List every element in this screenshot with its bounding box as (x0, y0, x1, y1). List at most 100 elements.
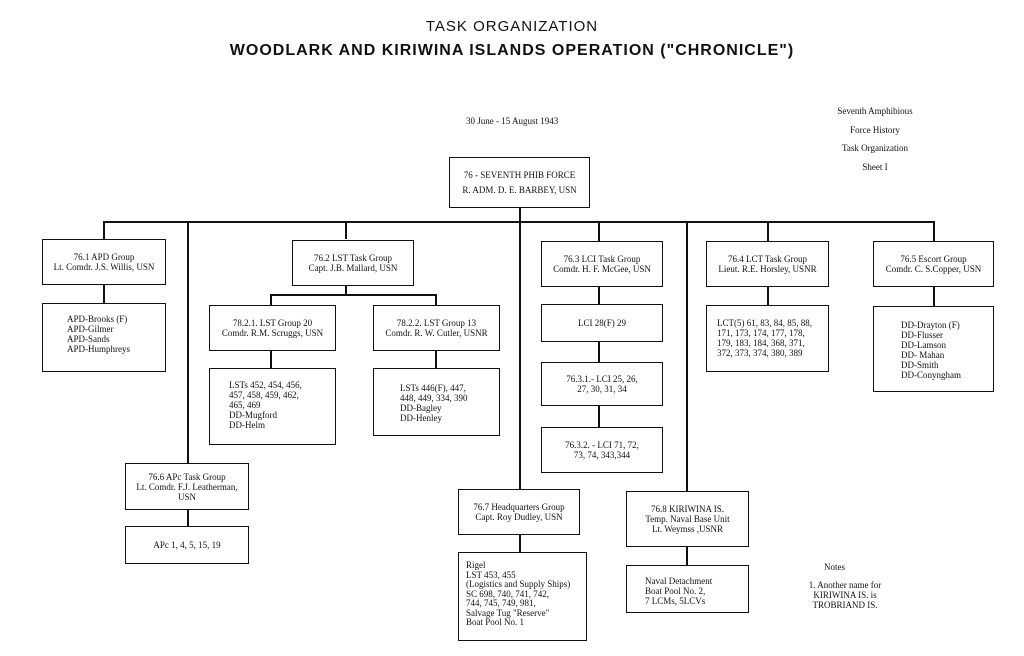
unit-commander: Comdr. R. W. Cutler, USNR (385, 328, 488, 338)
ship-entry: APD-Brooks (F) (67, 314, 128, 324)
ship-entry: LSTs 452, 454, 456, (229, 380, 302, 390)
ship-entry: DD-Helm (229, 420, 265, 430)
chart-subtitle: WOODLARK AND KIRIWINA ISLANDS OPERATION … (229, 42, 795, 59)
date-range: 30 June - 15 August 1943 (466, 116, 559, 126)
connector (767, 287, 769, 305)
connector (519, 535, 521, 552)
task-unit-78-2-1-box: 78.2.1. LST Group 20 Comdr. R.M. Scruggs… (209, 305, 336, 351)
task-unit-78-2-2-ships-box: LSTs 446(F), 447, 448, 449, 334, 390 DD-… (373, 368, 500, 436)
flag-unit: LCI 28(F) 29 (578, 318, 626, 328)
task-group-76-5-box: 76.5 Escort Group Comdr. C. S.Copper, US… (873, 241, 994, 287)
task-group-76-7-box: 76.7 Headquarters Group Capt. Roy Dudley… (458, 489, 580, 535)
sheet-info-line: Force History (850, 124, 900, 135)
ship-entry: APc 1, 4, 5, 15, 19 (153, 540, 221, 550)
task-group-76-6-ships-box: APc 1, 4, 5, 15, 19 (125, 526, 249, 564)
ship-entry: DD-Smith (901, 360, 939, 370)
connector (598, 221, 600, 241)
note-line: KIRIWINA IS. is (813, 590, 877, 600)
note-line: TROBRIAND IS. (812, 600, 878, 610)
connector (270, 351, 272, 368)
sheet-info-line: Sheet I (862, 161, 888, 172)
task-unit-76-3-1-box: 76.3.1.- LCI 25, 26, 27, 30, 31, 34 (541, 362, 663, 406)
group-name: 76.3 LCI Task Group (563, 254, 641, 264)
ship-entry: 744, 745, 749, 981, (466, 598, 536, 608)
task-group-76-7-ships-box: Rigel LST 453, 455 (Logistics and Supply… (458, 552, 587, 641)
connector (103, 221, 934, 223)
connector (933, 287, 935, 306)
task-group-76-1-ships-box: APD-Brooks (F) APD-Gilmer APD-Sands APD-… (42, 303, 166, 372)
craft-entry: 179, 183, 184, 368, 371, (717, 338, 805, 348)
connector (345, 221, 347, 239)
task-group-76-1-box: 76.1 APD Group Lt. Comdr. J.S. Willis, U… (42, 239, 166, 285)
group-name: 76.1 APD Group (73, 252, 135, 262)
task-unit-78-2-2-box: 78.2.2. LST Group 13 Comdr. R. W. Cutler… (373, 305, 500, 351)
connector (767, 221, 769, 241)
group-name: 76.8 KIRIWINA IS. (651, 504, 724, 514)
unit-line: 76.3.2. - LCI 71, 72, (565, 440, 639, 450)
sheet-info: Seventh Amphibious Force History Task Or… (820, 102, 930, 176)
group-name: 76.6 APc Task Group (148, 471, 226, 482)
craft-entry: LCT(5) 61, 83, 84, 85, 88, (717, 318, 812, 328)
group-commander: Comdr. C. S.Copper, USN (885, 264, 982, 274)
group-name: 76.5 Escort Group (900, 254, 967, 264)
ship-entry: DD-Drayton (F) (901, 320, 960, 330)
connector (519, 207, 521, 489)
ship-entry: DD-Henley (400, 413, 442, 423)
connector (933, 221, 935, 241)
task-group-76-3-box: 76.3 LCI Task Group Comdr. H. F. McGee, … (541, 241, 663, 287)
ship-entry: APD-Gilmer (67, 324, 114, 334)
unit-line: 27, 30, 31, 34 (577, 384, 627, 394)
group-commander: Capt. Roy Dudley, USN (475, 512, 563, 522)
ship-entry: Salvage Tug "Reserve" (466, 607, 550, 618)
connector (598, 342, 600, 362)
sheet-info-line: Seventh Amphibious (837, 106, 913, 116)
task-group-76-4-craft-box: LCT(5) 61, 83, 84, 85, 88, 171, 173, 174… (706, 305, 829, 372)
ship-entry: DD-Conyngham (901, 370, 961, 380)
group-unit: Temp. Naval Base Unit (645, 514, 730, 524)
unit-entry: Boat Pool No. 2, (645, 586, 706, 596)
craft-entry: 171, 173, 174, 177, 178, (717, 328, 805, 338)
root-title: 76 - SEVENTH PHIB FORCE (463, 169, 576, 180)
ship-entry: 448, 449, 334, 390 (400, 393, 468, 403)
task-group-76-3-flag-box: LCI 28(F) 29 (541, 304, 663, 342)
ship-entry: 457, 458, 459, 462, (229, 390, 299, 400)
task-unit-76-3-2-box: 76.3.2. - LCI 71, 72, 73, 74, 343,344 (541, 427, 663, 473)
ship-entry: 465, 469 (229, 400, 261, 410)
task-group-76-2-box: 76.2 LST Task Group Capt. J.B. Mallard, … (292, 240, 414, 286)
ship-entry: APD-Humphreys (67, 344, 130, 354)
root-command-box: 76 - SEVENTH PHIB FORCE R. ADM. D. E. BA… (449, 157, 590, 208)
connector (103, 221, 105, 239)
ship-entry: DD-Bagley (400, 403, 442, 413)
group-commander: Comdr. H. F. McGee, USN (553, 264, 651, 274)
group-commander: Lt. Comdr. F.J. Leatherman, (136, 481, 238, 492)
group-commander-service: USN (177, 491, 196, 502)
group-commander: Capt. J.B. Mallard, USN (308, 263, 398, 273)
group-name: 76.2 LST Task Group (313, 253, 393, 263)
ship-entry: SC 698, 740, 741, 742, (466, 588, 550, 599)
task-group-76-6-box: 76.6 APc Task Group Lt. Comdr. F.J. Leat… (125, 463, 249, 510)
group-commander: Lieut. R.E. Horsley, USNR (718, 264, 817, 274)
group-name: 76.4 LCT Task Group (727, 254, 808, 264)
ship-entry: APD-Sands (67, 334, 110, 344)
unit-entry: Naval Detachment (645, 576, 713, 586)
connector (435, 294, 437, 305)
note-line: 1. Another name for (808, 580, 882, 590)
unit-name: 78.2.2. LST Group 13 (396, 318, 477, 328)
unit-line: 76.3.1.- LCI 25, 26, (566, 374, 638, 384)
ship-entry: LST 453, 455 (466, 569, 516, 580)
root-commander: R. ADM. D. E. BARBEY, USN (462, 184, 577, 195)
group-name: 76.7 Headquarters Group (473, 502, 565, 512)
unit-name: 78.2.1. LST Group 20 (232, 318, 313, 328)
task-group-76-4-box: 76.4 LCT Task Group Lieut. R.E. Horsley,… (706, 241, 829, 287)
connector (598, 406, 600, 427)
connector (103, 285, 105, 303)
sheet-info-line: Task Organization (842, 143, 908, 153)
chart-title: TASK ORGANIZATION (425, 18, 599, 35)
connector (686, 547, 688, 565)
task-unit-78-2-1-ships-box: LSTs 452, 454, 456, 457, 458, 459, 462, … (209, 368, 336, 445)
connector (435, 351, 437, 368)
ship-entry: DD-Mugford (229, 410, 277, 420)
connector (686, 221, 688, 491)
craft-entry: 372, 373, 374, 380, 389 (717, 348, 803, 358)
task-group-76-5-ships-box: DD-Drayton (F) DD-Flusser DD-Lamson DD- … (873, 306, 994, 392)
